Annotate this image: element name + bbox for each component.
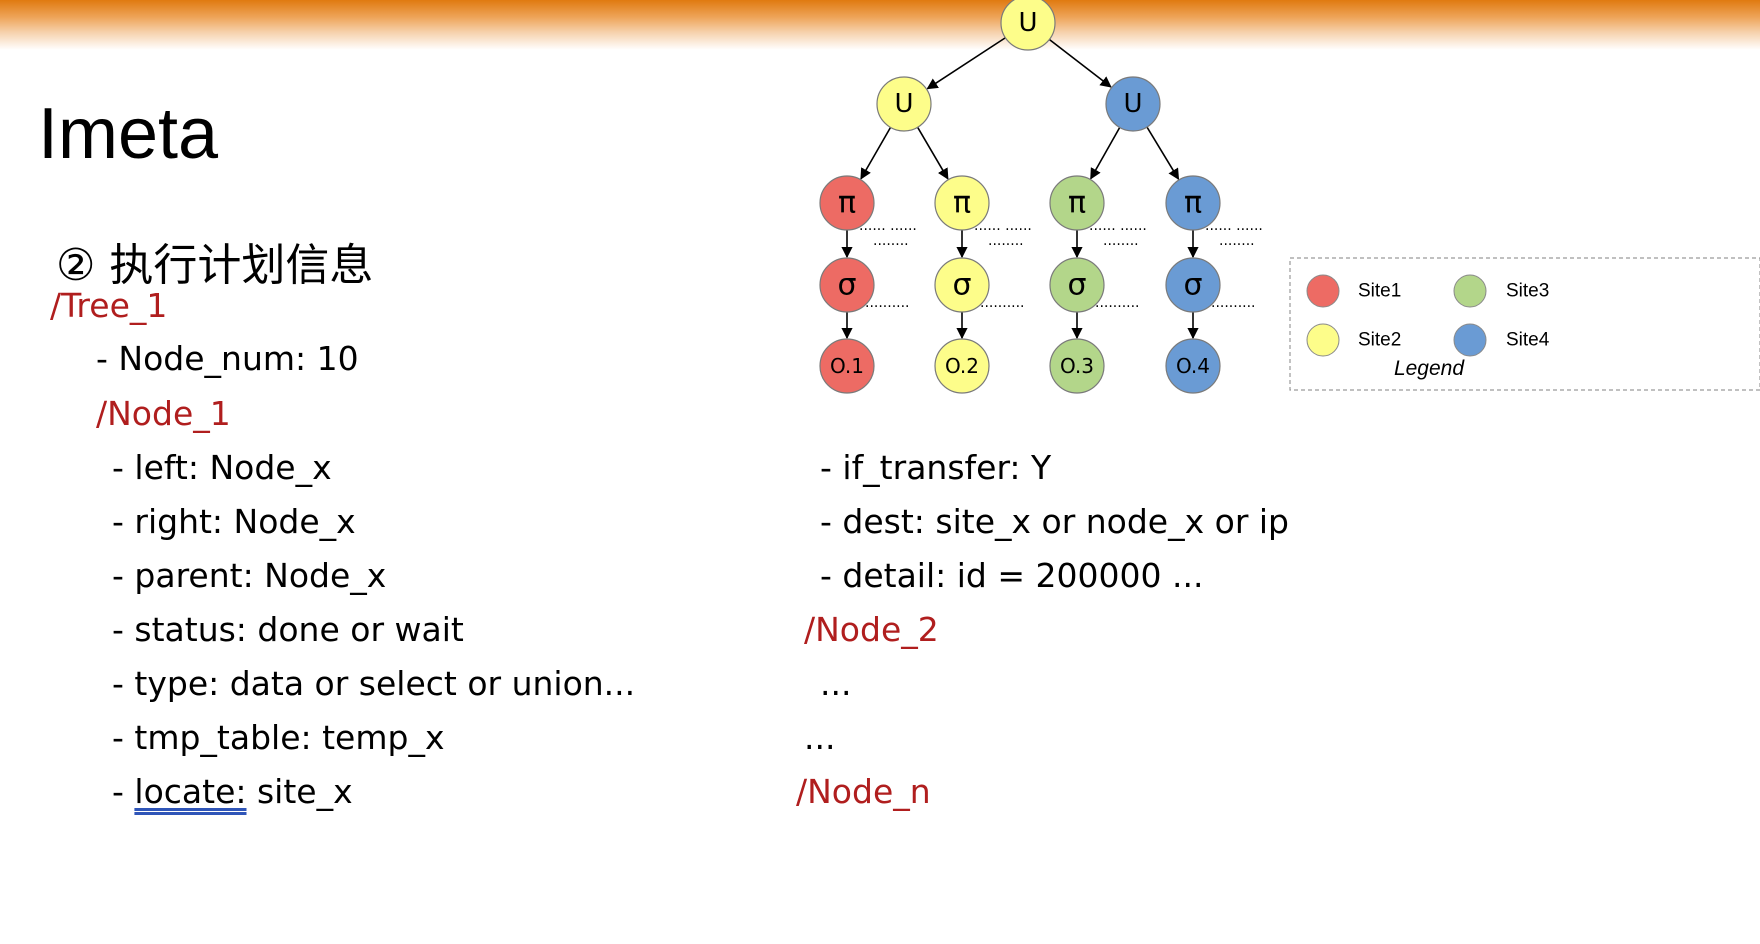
legend-label-site2: Site2 xyxy=(1358,330,1401,351)
selection-node-3: σ xyxy=(1049,257,1105,313)
leaf-node-2-label: O.2 xyxy=(945,354,979,378)
pi-dots-row1-4: ...... ...... xyxy=(1205,218,1263,234)
field-dest: - dest: site_x or node_x or ip xyxy=(820,502,1289,541)
ellipsis-inner: ... xyxy=(820,664,852,703)
field-parent: - parent: Node_x xyxy=(112,556,387,595)
noden-header: /Node_n xyxy=(796,772,931,811)
leaf-node-3: O.3 xyxy=(1049,338,1105,394)
field-type: - type: data or select or union... xyxy=(112,664,636,703)
field-left: - left: Node_x xyxy=(112,448,332,487)
projection-node-1-label: π xyxy=(838,186,856,221)
pi-dots-row1-3: ...... ...... xyxy=(1089,218,1147,234)
sigma-dots-1: .......... xyxy=(865,295,910,311)
locate-value: site_x xyxy=(246,772,353,811)
legend-label-site4: Site4 xyxy=(1506,330,1550,351)
field-detail: - detail: id = 200000 ... xyxy=(820,556,1204,595)
selection-node-2: σ xyxy=(934,257,990,313)
edge-root-union-1 xyxy=(926,37,1006,90)
legend-title: Legend xyxy=(1394,357,1465,380)
leaf-node-4-label: O.4 xyxy=(1176,354,1210,378)
slide-title: Imeta xyxy=(38,94,219,174)
selection-node-2-label: σ xyxy=(952,268,971,303)
selection-node-3-label: σ xyxy=(1067,268,1086,303)
pi-dots-row2-2: ........ xyxy=(988,233,1024,249)
legend-item-site1: Site1 xyxy=(1306,274,1401,308)
selection-node-1-label: σ xyxy=(837,268,856,303)
pi-dots-row1-2: ...... ...... xyxy=(974,218,1032,234)
projection-node-3-label: π xyxy=(1068,186,1086,221)
locate-prefix: - xyxy=(112,772,135,811)
tree-header: /Tree_1 xyxy=(50,286,168,325)
union-node-1-label: U xyxy=(894,89,913,119)
field-status: - status: done or wait xyxy=(112,610,464,649)
field-tmp-table: - tmp_table: temp_x xyxy=(112,718,445,757)
section-subtitle: ② 执行计划信息 xyxy=(56,240,374,291)
header-accent-bar xyxy=(0,0,1760,50)
edge-union-pi-1 xyxy=(860,126,892,180)
edge-root-union-2 xyxy=(1048,38,1112,88)
selection-node-1: σ xyxy=(819,257,875,313)
sigma-dots-4: .......... xyxy=(1211,295,1256,311)
legend-box xyxy=(1289,257,1760,391)
sigma-dots-2: .......... xyxy=(980,295,1025,311)
ellipsis-dots: ...... .............................. ..… xyxy=(859,218,1263,311)
node1-header: /Node_1 xyxy=(96,394,231,433)
leaf-node-1: O.1 xyxy=(819,338,875,394)
field-right: - right: Node_x xyxy=(112,502,356,541)
leaf-node-4: O.4 xyxy=(1165,338,1221,394)
leaf-node-3-label: O.3 xyxy=(1060,354,1094,378)
tree-edges xyxy=(841,37,1199,340)
union-node-1: U xyxy=(876,76,932,132)
ellipsis-outer: ... xyxy=(804,718,836,757)
leaf-node-2: O.2 xyxy=(934,338,990,394)
selection-node-4-label: σ xyxy=(1183,268,1202,303)
field-if-transfer: - if_transfer: Y xyxy=(820,448,1052,487)
field-locate: - locate: site_x xyxy=(112,775,353,808)
edge-union-pi-3 xyxy=(1090,127,1121,180)
root-union-node-label: U xyxy=(1018,8,1037,38)
legend-item-site4: Site4 xyxy=(1453,323,1550,357)
union-node-2-label: U xyxy=(1123,89,1142,119)
union-node-2: U xyxy=(1105,76,1161,132)
pi-dots-row1-1: ...... ...... xyxy=(859,218,917,234)
node2-header: /Node_2 xyxy=(804,610,939,649)
legend-item-site3: Site3 xyxy=(1453,274,1549,308)
locate-key: locate: xyxy=(134,772,247,811)
legend-label-site1: Site1 xyxy=(1358,281,1401,302)
selection-node-4: σ xyxy=(1165,257,1221,313)
projection-node-1: π xyxy=(819,175,875,231)
node-num-line: - Node_num: 10 xyxy=(96,339,359,378)
edge-union-pi-2 xyxy=(916,126,949,180)
pi-dots-row2-4: ........ xyxy=(1219,233,1255,249)
edge-union-pi-4 xyxy=(1146,126,1180,181)
pi-dots-row2-3: ........ xyxy=(1103,233,1139,249)
root-union-node: U xyxy=(1000,0,1056,51)
projection-node-4: π xyxy=(1165,175,1221,231)
projection-node-2: π xyxy=(934,175,990,231)
legend-item-site2: Site2 xyxy=(1306,323,1401,357)
leaf-node-1-label: O.1 xyxy=(830,354,864,378)
legend-label-site3: Site3 xyxy=(1506,281,1549,302)
projection-node-4-label: π xyxy=(1184,186,1202,221)
sigma-dots-3: .......... xyxy=(1095,295,1140,311)
projection-node-3: π xyxy=(1049,175,1105,231)
projection-node-2-label: π xyxy=(953,186,971,221)
tree-nodes: U U Uπ π π π σ σ σ σO.1 O.2 O.3 O.4 xyxy=(819,0,1221,394)
pi-dots-row2-1: ........ xyxy=(873,233,909,249)
